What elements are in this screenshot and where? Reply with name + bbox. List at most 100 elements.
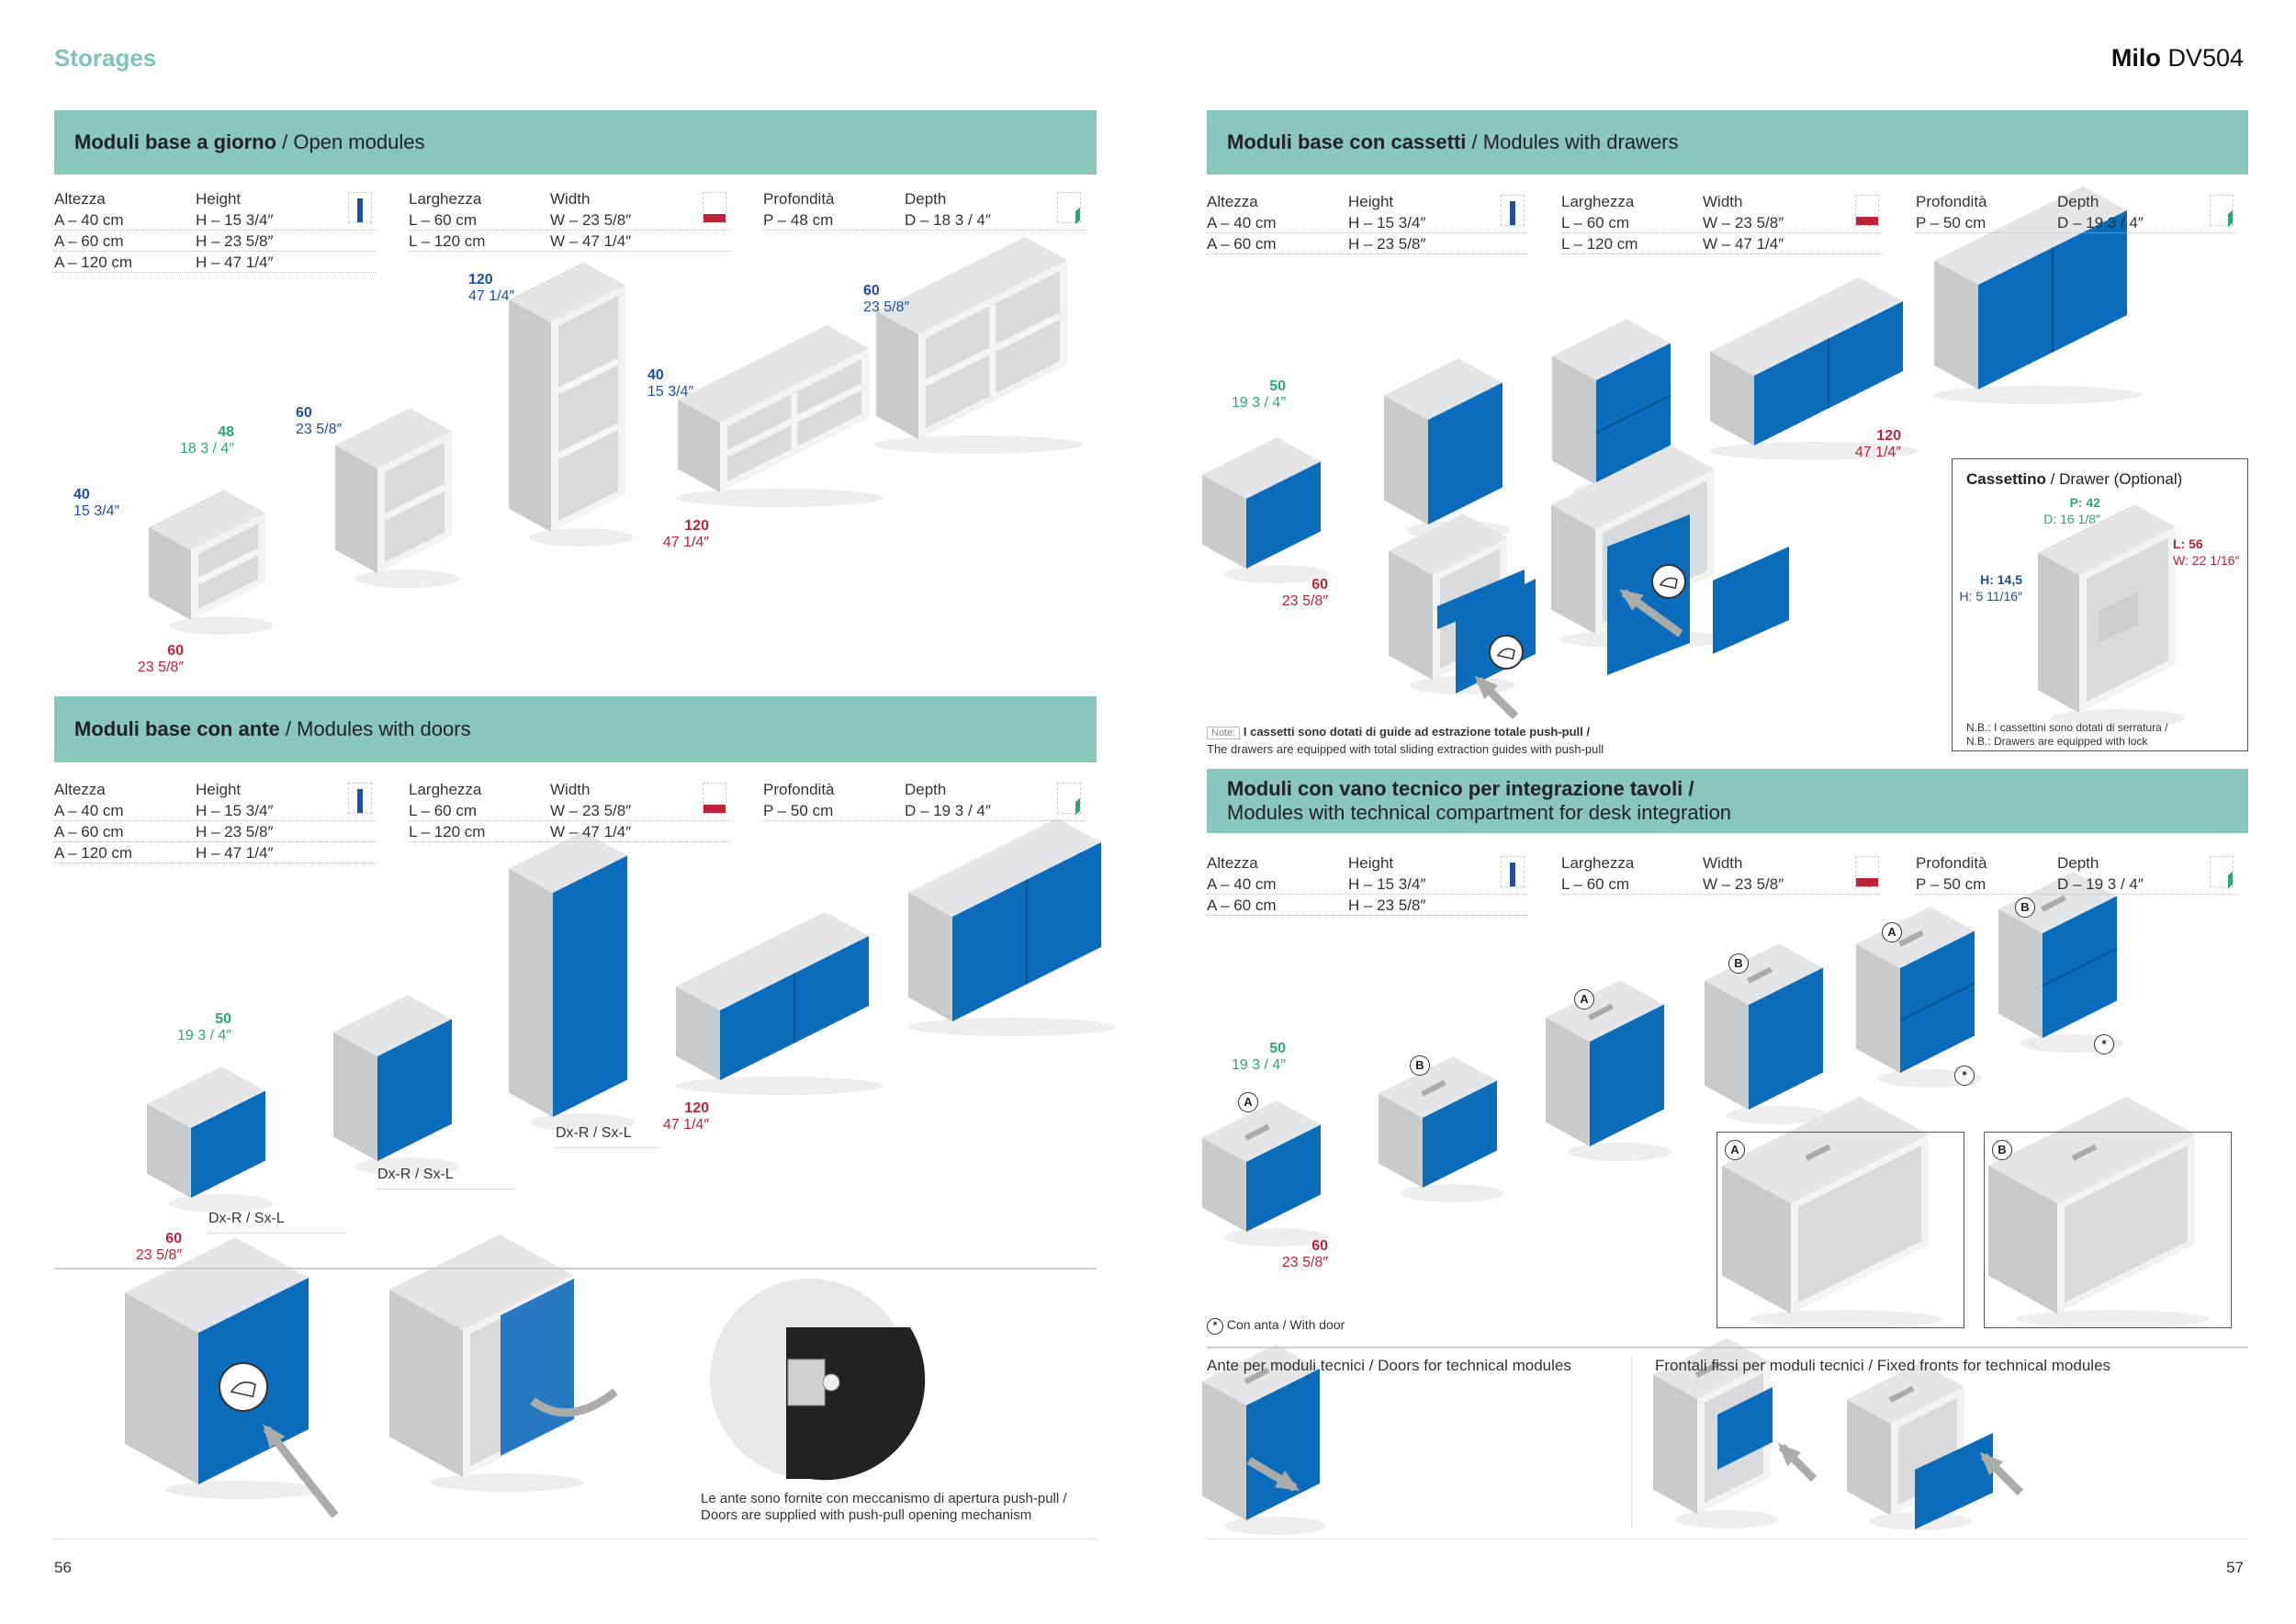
cabinet-side [125, 1292, 198, 1484]
spec-label-en: Height [1348, 193, 1394, 210]
cabinet-side [1998, 908, 2043, 1038]
push-hand-icon [1489, 635, 1524, 670]
depth-indicator-icon [2210, 856, 2234, 889]
cabinet-side [908, 892, 952, 1021]
cabinet-shadow [1750, 1310, 1942, 1328]
cabinet-side [149, 526, 191, 620]
cabinet-top [1551, 445, 1715, 529]
spec-metric: A – 120 cm [54, 844, 133, 862]
cable-slot [2071, 1144, 2098, 1161]
width-indicator-icon [1855, 856, 1879, 887]
cabinet-door [191, 1090, 265, 1198]
type-marker: A [1238, 1092, 1258, 1112]
hinge-label: Dx-R / Sx-L [208, 1211, 346, 1234]
page-number-left: 56 [54, 1559, 72, 1576]
drawer-lock-note: N.B.: I cassettini sono dotati di serrat… [1966, 721, 2168, 748]
fixed-front [1717, 1387, 1773, 1470]
spec-label-it: Profondità [763, 781, 835, 798]
cabinet-side [1202, 1137, 1246, 1232]
spec-label-it: Larghezza [1561, 854, 1635, 872]
cabinet-top [908, 818, 1101, 917]
spec-imperial: W – 23 5/8″ [1703, 214, 1784, 231]
depth-indicator-icon [1057, 783, 1081, 816]
spec-metric: A – 120 cm [54, 254, 133, 271]
cabinet-side [1389, 550, 1433, 680]
cabinet-shadow [1709, 442, 1919, 460]
drawer-note: Note: I cassetti sono dotati di guide ad… [1207, 725, 1604, 756]
cable-slot [1244, 1123, 1270, 1141]
height-indicator-icon [348, 783, 372, 814]
arrow-icon [263, 1426, 339, 1518]
cabinet-shadow [907, 1018, 1117, 1036]
cabinet-top [1710, 276, 1903, 376]
fronts-tech-title: Frontali fissi per moduli tecnici / Fixe… [1655, 1357, 2111, 1374]
cabinet-top [335, 408, 452, 468]
height-indicator-icon [1501, 856, 1525, 887]
spec-label-en: Height [196, 781, 242, 798]
cabinet-door [377, 1019, 452, 1161]
cabinet-top [2038, 503, 2176, 575]
spec-metric: P – 50 cm [1916, 214, 1986, 231]
drawer-modules-header: Moduli base con cassetti / Modules with … [1207, 110, 2248, 175]
cabinet-side [1202, 474, 1246, 569]
spec-imperial: D – 18 3 / 4″ [905, 211, 991, 229]
spec-imperial: H – 15 3/4″ [196, 802, 274, 819]
cabinet-shadow [2050, 709, 2186, 727]
spec-metric: A – 40 cm [1207, 214, 1277, 231]
door-open [1713, 547, 1789, 654]
cabinet-door [1246, 1124, 1321, 1232]
divider [1207, 1347, 2248, 1348]
tech-modules-header: Moduli con vano tecnico per integrazione… [1207, 769, 2248, 833]
spec-label-it: Profondità [1916, 854, 1987, 872]
spec-label-it: Altezza [1207, 193, 1258, 210]
hinge-label: Dx-R / Sx-L [377, 1167, 515, 1190]
cabinet-side [2038, 552, 2079, 713]
cabinet-side [876, 310, 918, 439]
cabinet-door [553, 855, 627, 1117]
arrow-head [1474, 675, 1499, 700]
shelf [383, 484, 446, 521]
cabinet-top [509, 831, 627, 893]
spec-metric: L – 60 cm [1561, 214, 1630, 231]
drawer-inner [2099, 592, 2138, 643]
spec-imperial: W – 47 1/4″ [550, 823, 632, 840]
cabinet-door [1423, 1080, 1497, 1188]
cable-slot [1888, 1385, 1915, 1403]
width-indicator-icon [703, 783, 726, 814]
cabinet-top [1384, 358, 1503, 420]
doors-tech-title: Ante per moduli tecnici / Doors for tech… [1207, 1357, 1571, 1374]
spec-metric: L – 60 cm [409, 211, 478, 229]
spec-metric: P – 50 cm [763, 802, 834, 819]
cabinet-door [1246, 1369, 1320, 1520]
cabinet-side [389, 1290, 463, 1477]
spec-label-en: Width [1703, 854, 1743, 872]
cabinet-side [1988, 1165, 2057, 1314]
cabinet-top [125, 1237, 309, 1333]
cabinet-top [333, 995, 452, 1056]
cabinet-side [147, 1103, 191, 1198]
hand-glyph [1659, 577, 1678, 590]
cabinet-shadow [530, 1113, 636, 1132]
type-marker: B [1728, 953, 1749, 974]
spec-label-en: Depth [2057, 193, 2099, 210]
cabinet-top [676, 911, 869, 1010]
spec-imperial: D – 19 3 / 4″ [905, 802, 991, 819]
cabinet-shadow [1223, 565, 1329, 583]
product-name: Milo DV504 [2110, 44, 2244, 72]
cabinet-side [1710, 351, 1754, 445]
tech-frame-b: B [1984, 1132, 2232, 1328]
arrow-head [1275, 1471, 1300, 1492]
